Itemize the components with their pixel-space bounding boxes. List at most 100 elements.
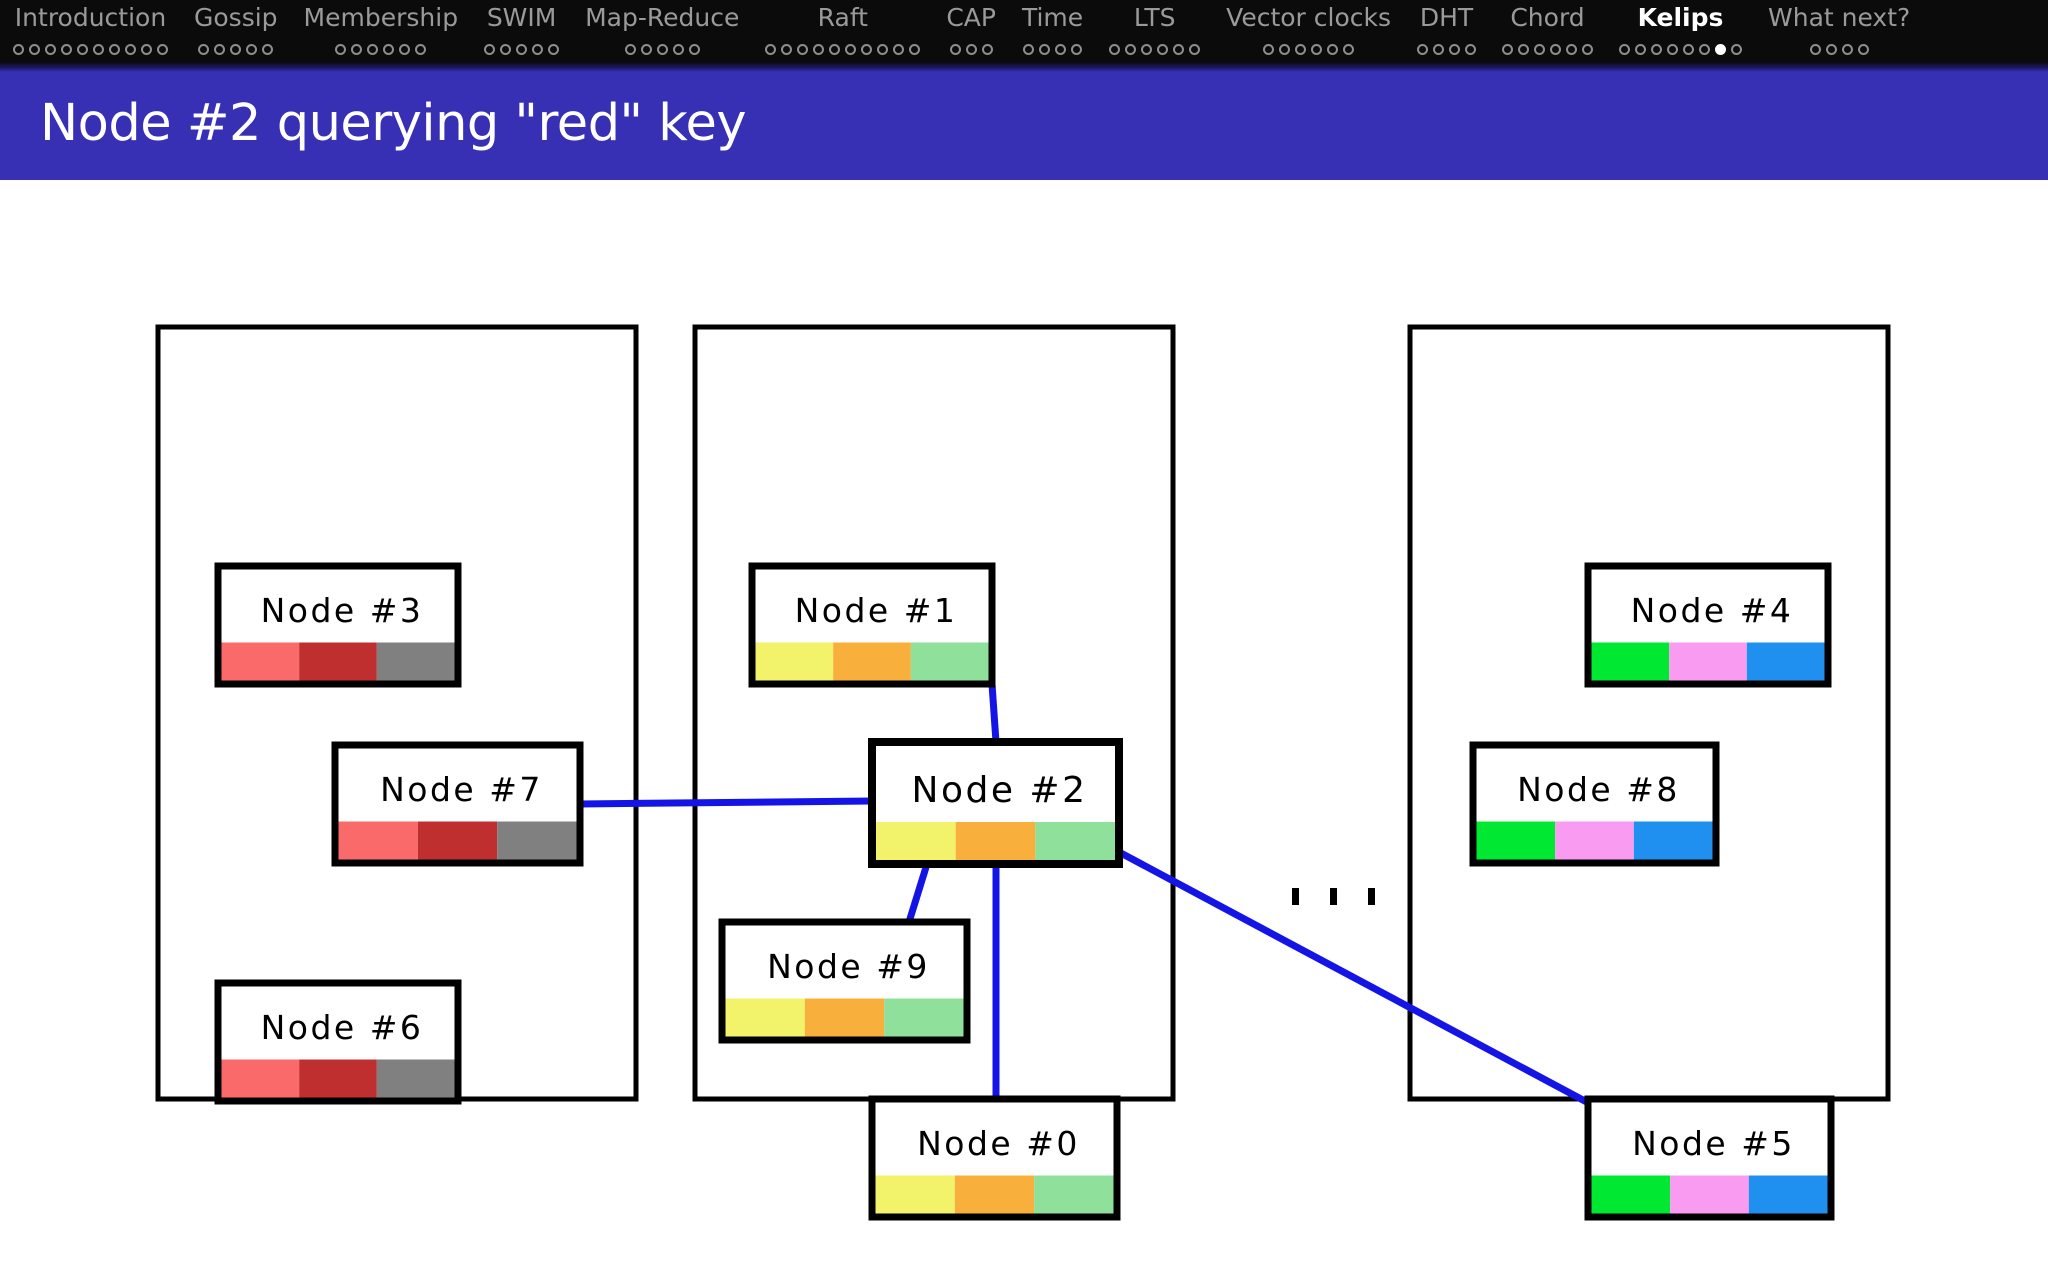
nav-slide-dot[interactable]	[877, 43, 889, 55]
nav-slide-dot[interactable]	[415, 43, 427, 55]
nav-slide-dot[interactable]	[214, 43, 226, 55]
nav-slide-dot[interactable]	[688, 43, 700, 55]
node-box-3[interactable]: Node #3	[214, 562, 462, 688]
nav-slide-dot[interactable]	[516, 43, 528, 55]
nav-section-gossip[interactable]: Gossip	[181, 2, 291, 62]
node-box-7[interactable]: Node #7	[331, 741, 584, 867]
nav-slide-dot[interactable]	[672, 43, 684, 55]
nav-slide-dot[interactable]	[157, 43, 168, 55]
nav-slide-dot[interactable]	[1683, 43, 1694, 55]
nav-slide-dot[interactable]	[109, 43, 120, 55]
nav-slide-dot[interactable]	[1809, 43, 1821, 55]
nav-slide-dot[interactable]	[125, 43, 136, 55]
nav-slide-dot[interactable]	[781, 43, 793, 55]
nav-slide-dot[interactable]	[1449, 43, 1460, 55]
nav-slide-dot[interactable]	[893, 43, 905, 55]
nav-section-cap[interactable]: CAP	[933, 2, 1009, 62]
nav-section-swim[interactable]: SWIM	[471, 2, 572, 62]
nav-slide-dot[interactable]	[1550, 43, 1561, 55]
node-box-9[interactable]: Node #9	[718, 918, 971, 1044]
nav-slide-dot[interactable]	[949, 43, 961, 55]
nav-slide-dot[interactable]	[61, 43, 72, 55]
nav-slide-dot[interactable]	[93, 43, 104, 55]
node-box-0[interactable]: Node #0	[868, 1095, 1121, 1221]
nav-slide-dot[interactable]	[1173, 43, 1185, 55]
nav-slide-dot[interactable]	[246, 43, 258, 55]
nav-slide-dot[interactable]	[500, 43, 512, 55]
nav-section-chord[interactable]: Chord	[1489, 2, 1606, 62]
nav-section-what-next[interactable]: What next?	[1755, 2, 1923, 62]
nav-slide-dot[interactable]	[1433, 43, 1444, 55]
nav-slide-dot[interactable]	[1023, 43, 1035, 55]
nav-slide-dot[interactable]	[335, 43, 347, 55]
nav-slide-dot[interactable]	[1263, 43, 1275, 55]
nav-section-kelips[interactable]: Kelips	[1606, 2, 1755, 62]
nav-slide-dot[interactable]	[845, 43, 857, 55]
nav-slide-dot[interactable]	[1825, 43, 1837, 55]
nav-slide-dot[interactable]	[1295, 43, 1307, 55]
nav-slide-dot[interactable]	[1039, 43, 1051, 55]
nav-section-map-reduce[interactable]: Map-Reduce	[572, 2, 752, 62]
node-box-8[interactable]: Node #8	[1469, 741, 1720, 867]
nav-slide-dot[interactable]	[624, 43, 636, 55]
nav-slide-dot[interactable]	[1699, 43, 1710, 55]
nav-slide-dot[interactable]	[1502, 43, 1513, 55]
nav-slide-dot[interactable]	[351, 43, 363, 55]
nav-slide-dot[interactable]	[399, 43, 411, 55]
nav-slide-dot[interactable]	[909, 43, 921, 55]
nav-section-membership[interactable]: Membership	[291, 2, 472, 62]
nav-slide-dot[interactable]	[1566, 43, 1577, 55]
nav-slide-dot[interactable]	[861, 43, 873, 55]
nav-slide-dot[interactable]	[1841, 43, 1853, 55]
nav-slide-dot[interactable]	[45, 43, 56, 55]
nav-slide-dot[interactable]	[829, 43, 841, 55]
nav-slide-dot[interactable]	[981, 43, 993, 55]
nav-section-dht[interactable]: DHT	[1404, 2, 1489, 62]
nav-slide-dot[interactable]	[484, 43, 496, 55]
nav-section-vector-clocks[interactable]: Vector clocks	[1213, 2, 1404, 62]
nav-section-introduction[interactable]: Introduction	[0, 2, 181, 62]
nav-slide-dot[interactable]	[532, 43, 544, 55]
nav-slide-dot[interactable]	[1731, 43, 1742, 55]
nav-slide-dot[interactable]	[1465, 43, 1476, 55]
node-box-2[interactable]: Node #2	[868, 738, 1123, 868]
nav-slide-dot[interactable]	[765, 43, 777, 55]
nav-slide-dot[interactable]	[1534, 43, 1545, 55]
nav-slide-dot[interactable]	[1635, 43, 1646, 55]
nav-slide-dot[interactable]	[1619, 43, 1630, 55]
nav-slide-dot[interactable]	[1071, 43, 1083, 55]
node-box-5[interactable]: Node #5	[1584, 1095, 1835, 1221]
nav-slide-dot[interactable]	[230, 43, 242, 55]
nav-slide-dot[interactable]	[548, 43, 560, 55]
nav-slide-dot[interactable]	[813, 43, 825, 55]
nav-slide-dot[interactable]	[198, 43, 210, 55]
nav-slide-dot[interactable]	[1141, 43, 1153, 55]
nav-slide-dot[interactable]	[640, 43, 652, 55]
nav-slide-dot[interactable]	[797, 43, 809, 55]
nav-slide-dot[interactable]	[1651, 43, 1662, 55]
nav-slide-dot[interactable]	[262, 43, 274, 55]
nav-slide-dot[interactable]	[656, 43, 668, 55]
nav-slide-dot[interactable]	[1518, 43, 1529, 55]
nav-slide-dot[interactable]	[29, 43, 40, 55]
node-box-6[interactable]: Node #6	[214, 979, 462, 1105]
nav-slide-dot[interactable]	[383, 43, 395, 55]
nav-section-time[interactable]: Time	[1009, 2, 1096, 62]
nav-slide-dot[interactable]	[1055, 43, 1067, 55]
nav-slide-dot[interactable]	[1417, 43, 1428, 55]
nav-slide-dot[interactable]	[367, 43, 379, 55]
nav-section-raft[interactable]: Raft	[752, 2, 933, 62]
nav-section-lts[interactable]: LTS	[1096, 2, 1213, 62]
nav-slide-dot[interactable]	[965, 43, 977, 55]
nav-slide-dot[interactable]	[141, 43, 152, 55]
nav-slide-dot[interactable]	[1343, 43, 1355, 55]
node-box-4[interactable]: Node #4	[1584, 562, 1832, 688]
nav-slide-dot-current[interactable]	[1715, 43, 1726, 55]
node-box-1[interactable]: Node #1	[748, 562, 996, 688]
nav-slide-dot[interactable]	[1109, 43, 1121, 55]
nav-slide-dot[interactable]	[1582, 43, 1593, 55]
nav-slide-dot[interactable]	[1157, 43, 1169, 55]
nav-slide-dot[interactable]	[77, 43, 88, 55]
nav-slide-dot[interactable]	[1311, 43, 1323, 55]
nav-slide-dot[interactable]	[1667, 43, 1678, 55]
